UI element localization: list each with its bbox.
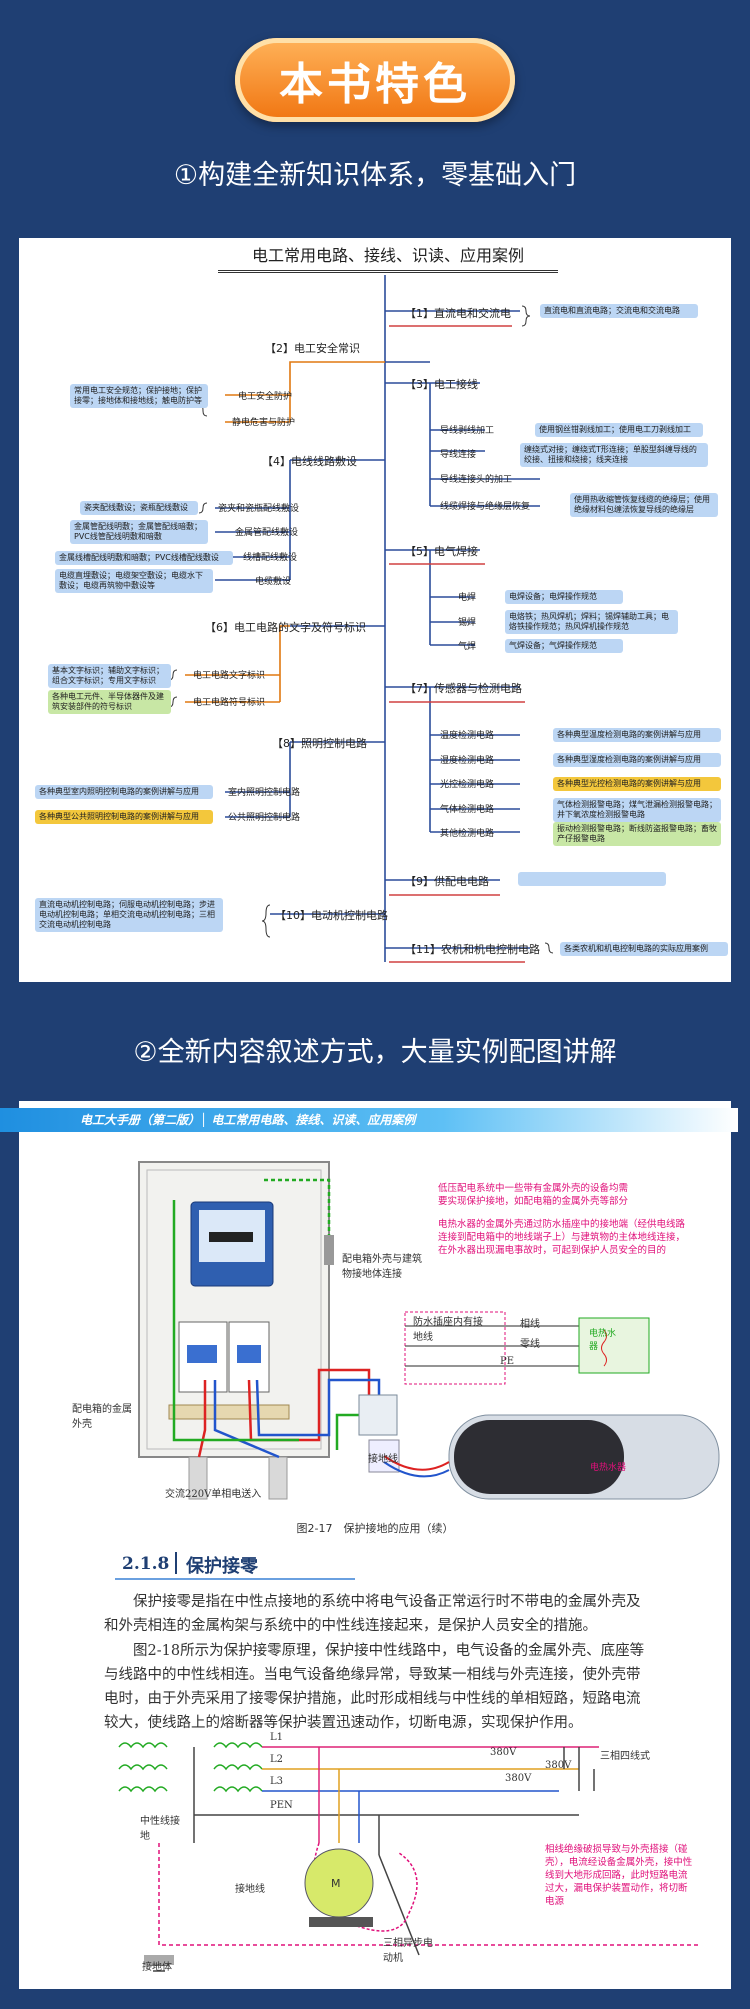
box-l4a: 瓷夹配线敷设；瓷瓶配线敷设	[80, 501, 198, 515]
note-grounding-devices: 低压配电系统中一些带有金属外壳的设备均需要实现保护接地，如配电箱的金属外壳等部分	[438, 1183, 629, 1207]
svg-text:M: M	[331, 1877, 341, 1890]
label-three-phase: 三相四线式	[600, 1751, 650, 1762]
node-l8b: 公共照明控制电路	[228, 813, 301, 823]
book-page-panel	[19, 1101, 731, 1989]
section-underline	[115, 1578, 355, 1580]
node-r1: 【1】直流电和交流电	[405, 307, 511, 320]
node-r7: 【7】传感器与检测电路	[405, 682, 522, 695]
label-motor: 三相异步电动机	[383, 1938, 433, 1964]
box-r3a: 使用钢丝钳剥线加工；使用电工刀剥线加工	[535, 423, 703, 437]
node-r3b: 导线连接	[440, 450, 477, 460]
section-divider	[175, 1552, 177, 1574]
label-L3: L3	[270, 1776, 284, 1787]
node-r3a: 导线剥线加工	[440, 426, 495, 436]
node-r5c: 气焊	[458, 642, 477, 652]
fig-protective-neutral: M	[118, 1742, 699, 1972]
label-L2: L2	[270, 1754, 284, 1765]
label-L1: L1	[270, 1732, 284, 1743]
label-PEN: PEN	[270, 1800, 293, 1811]
node-r5: 【5】电气焊接	[405, 545, 478, 558]
node-l2a: 电工安全防护	[238, 392, 293, 402]
label-box-ground: 配电箱外壳与建筑物接地体连接	[342, 1254, 422, 1280]
node-l4d: 电缆敷设	[255, 577, 292, 587]
section2-title: ②全新内容叙述方式，大量实例配图讲解	[133, 1037, 617, 1068]
node-l8: 【8】照明控制电路	[272, 737, 367, 750]
box-l4d: 电缆直埋敷设；电缆架空敷设；电缆水下敷设；电缆再筑物中敷设等	[55, 569, 213, 593]
node-r3: 【3】电工接线	[405, 378, 478, 391]
node-l4: 【4】电线线路敷设	[262, 455, 357, 468]
node-l4c: 线槽配线敷设	[243, 553, 298, 563]
label-ac-in: 交流220V单相电送入	[165, 1489, 262, 1500]
label-pe: PE	[500, 1356, 515, 1367]
node-r7c: 光控检测电路	[440, 780, 495, 790]
box-r1: 直流电和直流电路；交流电和交流电路	[540, 304, 698, 318]
box-l10: 直流电动机控制电路；伺服电动机控制电路；步进电动机控制电路；单相交流电动机控制电…	[35, 898, 223, 932]
label-socket: 防水插座内有接地线	[413, 1317, 483, 1343]
box-l8a: 各种典型室内照明控制电路的案例讲解与应用	[35, 785, 213, 799]
box-r7c: 各种典型光控检测电路的案例讲解与应用	[553, 777, 721, 791]
box-l8b: 各种典型公共照明控制电路的案例讲解与应用	[35, 810, 213, 824]
feature-badge: 本书特色	[235, 38, 515, 122]
box-l4b: 金属管配线明敷；金属管配线暗敷；PVC线管配线明敷和暗敷	[70, 520, 208, 544]
node-r7d: 气体检测电路	[440, 805, 495, 815]
node-r7b: 湿度检测电路	[440, 756, 495, 766]
node-r3d: 线缆焊接与绝缘层恢复	[440, 502, 531, 512]
label-ground-wire-2: 接地线	[235, 1884, 265, 1895]
box-r5c: 气焊设备；气焊操作规范	[505, 639, 623, 653]
label-380v-2: 380V	[545, 1760, 572, 1771]
section-number: 2.1.8	[122, 1554, 170, 1574]
label-heater-small: 电热水器	[589, 1329, 617, 1352]
node-l6: 【6】电工电路的文字及符号标识	[205, 621, 366, 634]
label-box-shell: 配电箱的金属外壳	[72, 1404, 132, 1430]
fig-protective-grounding	[138, 1161, 720, 1500]
box-r7b: 各种典型湿度检测电路的案例讲解与应用	[553, 753, 721, 767]
box-r7d: 气体检测报警电路；煤气泄漏检测报警电路；井下氧浓度检测报警电路	[553, 798, 721, 822]
page-header: 电工大手册（第二版）│ 电工常用电路、接线、识读、应用案例	[0, 1108, 738, 1132]
label-ground-wire: 接地线	[368, 1454, 398, 1465]
node-l4a: 瓷夹和瓷瓶配线敷设	[218, 504, 300, 514]
mindmap-connectors	[168, 275, 554, 963]
label-neutral-ground: 中性线接地	[140, 1816, 180, 1842]
box-r3d: 使用热收缩管恢复线缆的绝缘层；使用绝缘材料包缠法恢复导线的绝缘层	[570, 493, 718, 517]
label-neutral: 零线	[520, 1339, 540, 1350]
section-title: 保护接零	[186, 1556, 258, 1577]
box-r3b: 缠绕式对接；缠绕式T形连接；单股型斜缠导线的绞接、扭接和绕接；线夹连接	[520, 443, 708, 467]
label-380v-1: 380V	[490, 1747, 517, 1758]
box-l6a: 基本文字标识；辅助文字标识；组合文字标识；专用文字标识	[48, 664, 171, 688]
paragraph-2: 图2-18所示为保护接零原理，保护接中性线路中，电气设备的金属外壳、底座等与线路…	[104, 1643, 645, 1731]
node-r5b: 锡焊	[458, 618, 477, 628]
note-water-heater: 电热水器的金属外壳通过防水插座中的接地端（经供电线路连接到配电箱中的地线端子上）…	[438, 1219, 686, 1256]
paragraph-1: 保护接零是指在中性点接地的系统中将电气设备正常运行时不带电的金属外壳及和外壳相连…	[104, 1594, 641, 1634]
label-ground-body: 接地体	[142, 1962, 172, 1973]
box-r5a: 电焊设备；电焊操作规范	[505, 590, 623, 604]
box-l2a: 常用电工安全规范；保护接地；保护接零；接地体和接地线；触电防护等	[70, 384, 208, 408]
note-fault-loop: 相线绝缘破损导致与外壳搭接（碰壳），电流经设备金属外壳，接中性线到大地形成回路，…	[545, 1844, 693, 1907]
label-380v-3: 380V	[505, 1773, 532, 1784]
section1-title: ①构建全新知识体系，零基础入门	[173, 160, 577, 191]
node-l6a: 电工电路文字标识	[193, 671, 266, 681]
mindmap-title: 电工常用电路、接线、识读、应用案例	[218, 242, 558, 273]
node-r7e: 其他检测电路	[440, 829, 495, 839]
node-r3c: 导线连接头的加工	[440, 475, 513, 485]
node-l2: 【2】电工安全常识	[265, 342, 360, 355]
label-phase: 相线	[520, 1319, 540, 1330]
box-r11: 各类农机和机电控制电路的实际应用案例	[560, 942, 728, 956]
box-r7a: 各种典型温度检测电路的案例讲解与应用	[553, 728, 721, 742]
node-l8a: 室内照明控制电路	[228, 788, 301, 798]
box-l4c: 金属线槽配线明敷和暗敷；PVC线槽配线敷设	[55, 551, 233, 565]
node-l10: 【10】电动机控制电路	[275, 909, 388, 922]
node-l4b: 金属管配线敷设	[235, 528, 299, 538]
label-heater: 电热水器	[590, 1463, 627, 1473]
node-l6b: 电工电路符号标识	[193, 698, 266, 708]
node-l2b: 静电危害与防护	[232, 418, 296, 428]
node-r5a: 电焊	[458, 593, 477, 603]
box-r5b: 电烙铁；热风焊机；焊料；锡焊辅助工具；电烙铁操作规范；热风焊机操作规范	[505, 610, 678, 634]
box-r7e: 振动检测报警电路；断线防盗报警电路；畜牧产仔报警电路	[553, 822, 721, 846]
box-l6b: 各种电工元件、半导体器件及建筑安装部件的符号标识	[48, 690, 171, 714]
node-r11: 【11】农机和机电控制电路	[405, 943, 540, 956]
node-r7a: 温度检测电路	[440, 731, 495, 741]
figure-caption: 图2-17 保护接地的应用（续）	[296, 1522, 454, 1535]
box-r9-empty	[518, 872, 666, 886]
node-r9: 【9】供配电电路	[405, 875, 489, 888]
